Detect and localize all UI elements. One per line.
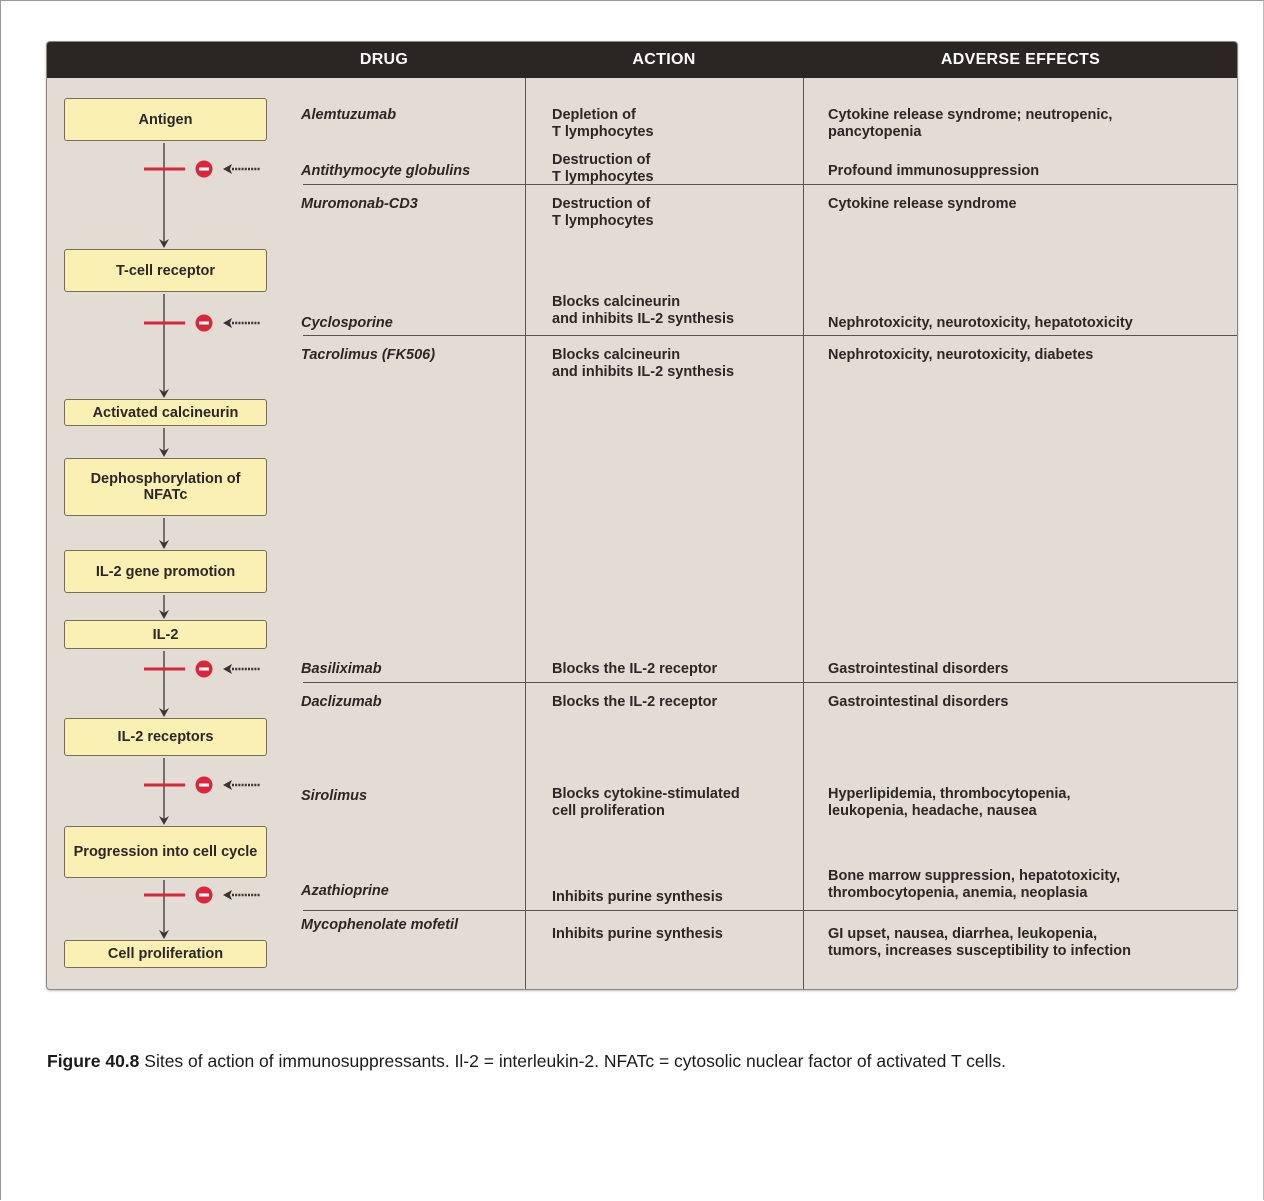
drug-name: Mycophenolate mofetil <box>301 917 459 933</box>
figure-label: Figure 40.8 <box>47 1051 140 1071</box>
il2-box: IL-2 <box>64 620 267 649</box>
dashed-arrow-left-icon <box>223 664 232 674</box>
minus-sign <box>199 667 209 671</box>
action-text: Blocks calcineurin <box>552 347 681 363</box>
action-text: T lymphocytes <box>552 169 654 185</box>
minus-sign <box>199 167 209 171</box>
pathway-diagram <box>144 143 260 939</box>
arrowhead-down-icon <box>159 708 169 717</box>
action-text: and inhibits IL-2 synthesis <box>552 364 735 380</box>
action-text: T lymphocytes <box>552 213 654 229</box>
adverse-effects-text: Profound immunosuppression <box>828 163 1040 179</box>
t-cell-receptor-box: T-cell receptor <box>64 249 267 292</box>
adverse-effects-text: Hyperlipidemia, thrombocytopenia, <box>828 786 1071 802</box>
adverse-effects-text: tumors, increases susceptibility to infe… <box>828 943 1131 959</box>
drug-column-header: DRUG <box>359 51 409 68</box>
adverse-effects-text: pancytopenia <box>828 124 922 140</box>
action-text: Inhibits purine synthesis <box>552 926 723 942</box>
minus-sign <box>199 783 209 787</box>
arrowhead-down-icon <box>159 930 169 939</box>
adverse-effects-text: Bone marrow suppression, hepatotoxicity, <box>828 868 1121 884</box>
drug-name: Antithymocyte globulins <box>301 163 471 179</box>
adverse-effects-text: Nephrotoxicity, neurotoxicity, diabetes <box>828 347 1094 363</box>
table-header: DRUG ACTION ADVERSE EFFECTS <box>47 42 1237 78</box>
antigen-box: Antigen <box>64 98 267 141</box>
action-text: Blocks the IL-2 receptor <box>552 661 718 677</box>
adverse-effects-column-header: ADVERSE EFFECTS <box>940 51 1101 68</box>
action-text: Inhibits purine synthesis <box>552 889 723 905</box>
minus-sign <box>199 893 209 897</box>
action-text: Blocks cytokine-stimulated <box>552 786 740 802</box>
minus-sign <box>199 321 209 325</box>
column-divider-action <box>525 78 526 989</box>
activated-calcineurin-box: Activated calcineurin <box>64 399 267 426</box>
adverse-effects-text: thrombocytopenia, anemia, neoplasia <box>828 885 1088 901</box>
arrowhead-down-icon <box>159 610 169 619</box>
action-column-header: ACTION <box>632 51 696 68</box>
action-text: and inhibits IL-2 synthesis <box>552 311 735 327</box>
drug-name: Basiliximab <box>301 661 382 677</box>
action-text: Blocks the IL-2 receptor <box>552 694 718 710</box>
dashed-arrow-left-icon <box>223 164 232 174</box>
drug-name: Cyclosporine <box>301 315 393 331</box>
dashed-arrow-left-icon <box>223 318 232 328</box>
figure-caption: Figure 40.8 Sites of action of immunosup… <box>47 1046 1217 1076</box>
drug-name: Azathioprine <box>301 883 389 899</box>
arrowhead-down-icon <box>159 540 169 549</box>
adverse-effects-text: Gastrointestinal disorders <box>828 661 1009 677</box>
drug-name: Tacrolimus (FK506) <box>301 347 436 363</box>
row-group-divider <box>303 910 1237 911</box>
action-text: cell proliferation <box>552 803 665 819</box>
row-group-divider <box>303 335 1237 336</box>
action-text: T lymphocytes <box>552 124 654 140</box>
drug-name: Alemtuzumab <box>301 107 397 123</box>
il2-gene-promotion-box: IL-2 gene promotion <box>64 550 267 593</box>
dashed-arrow-left-icon <box>223 780 232 790</box>
column-divider-adverse <box>803 78 804 989</box>
dephosphorylation-box: Dephosphorylation of NFATc <box>64 458 267 516</box>
arrowhead-down-icon <box>159 816 169 825</box>
arrowhead-down-icon <box>159 389 169 398</box>
row-group-divider <box>303 682 1237 683</box>
il2-receptors-box: IL-2 receptors <box>64 718 267 756</box>
progression-cell-cycle-box: Progression into cell cycle <box>64 826 267 878</box>
action-text: Destruction of <box>552 196 651 212</box>
cell-proliferation-box: Cell proliferation <box>64 940 267 968</box>
action-text: Destruction of <box>552 152 651 168</box>
drug-name: Daclizumab <box>301 694 382 710</box>
adverse-effects-text: GI upset, nausea, diarrhea, leukopenia, <box>828 926 1098 942</box>
adverse-effects-text: Nephrotoxicity, neurotoxicity, hepatotox… <box>828 315 1133 331</box>
adverse-effects-text: Gastrointestinal disorders <box>828 694 1009 710</box>
arrowhead-down-icon <box>159 239 169 248</box>
adverse-effects-text: leukopenia, headache, nausea <box>828 803 1037 819</box>
drug-name: Sirolimus <box>301 788 368 804</box>
drug-name: Muromonab-CD3 <box>301 196 418 212</box>
action-text: Blocks calcineurin <box>552 294 681 310</box>
caption-text: Sites of action of immunosuppressants. I… <box>139 1051 1007 1071</box>
dashed-arrow-left-icon <box>223 890 232 900</box>
arrowhead-down-icon <box>159 448 169 457</box>
action-text: Depletion of <box>552 107 636 123</box>
row-group-divider <box>303 184 1237 185</box>
adverse-effects-text: Cytokine release syndrome; neutropenic, <box>828 107 1113 123</box>
adverse-effects-text: Cytokine release syndrome <box>828 196 1017 212</box>
